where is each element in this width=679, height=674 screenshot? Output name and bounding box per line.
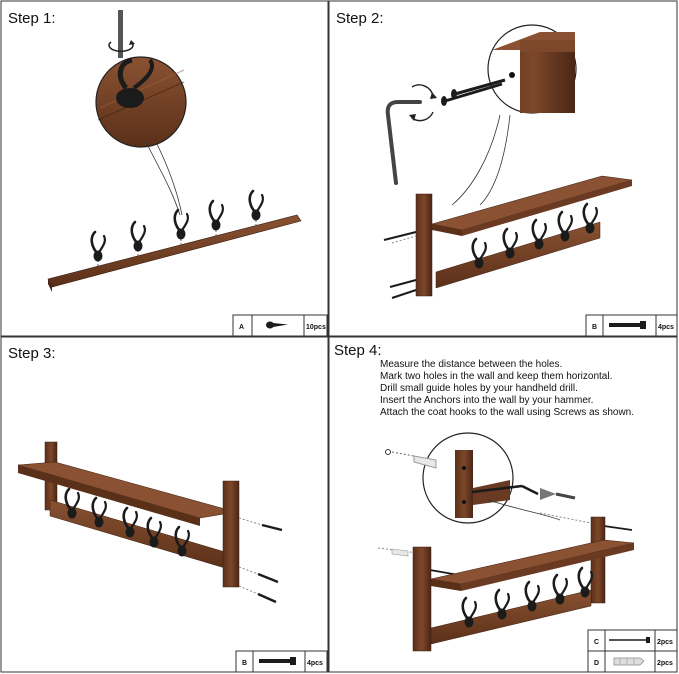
- long-screw-icon: [259, 657, 296, 665]
- long-screws: [441, 78, 506, 106]
- hook-4-icon: [208, 199, 225, 232]
- part-quantity: 2pcs: [657, 639, 673, 646]
- hook-screw-icon: [266, 321, 288, 329]
- part-letter: A: [239, 324, 244, 331]
- bracket-screws: [238, 517, 283, 604]
- instruction-3: Drill small guide holes by your handheld…: [380, 383, 578, 394]
- hook-3-icon: [173, 208, 190, 241]
- part-table-b: B 4pcs: [235, 650, 328, 673]
- coat-rack-right-bracket: [590, 516, 606, 604]
- instruction-1: Measure the distance between the holes.: [380, 359, 562, 370]
- part-letter: D: [594, 660, 599, 667]
- allen-key-icon: [385, 84, 437, 185]
- step-4-panel: [328, 336, 678, 673]
- wall-anchor-icon: [613, 657, 645, 666]
- part-letter: B: [592, 324, 597, 331]
- coat-rack-shelf: [431, 175, 633, 236]
- screw-icon: [609, 637, 650, 643]
- part-letter: C: [594, 639, 599, 646]
- bracket-screws: [383, 231, 417, 299]
- anchor-and-screw-detail: [385, 449, 576, 500]
- hook-5-icon: [248, 189, 265, 222]
- part-quantity: 10pcs: [306, 324, 326, 331]
- hook-rail-board: [47, 214, 302, 292]
- hook-2-icon: [130, 220, 147, 253]
- step-1-panel: [0, 0, 329, 337]
- part-table-b: B 4pcs: [585, 314, 678, 337]
- coat-rack-left-bracket: [412, 546, 432, 652]
- instruction-5: Attach the coat hooks to the wall using …: [380, 407, 634, 418]
- long-screw-icon: [609, 321, 646, 329]
- instruction-2: Mark two holes in the wall and keep them…: [380, 371, 612, 382]
- coat-rack-hook-rail: [435, 202, 601, 289]
- part-quantity: 4pcs: [658, 324, 674, 331]
- zoom-detail-hook: [95, 56, 187, 216]
- step-1-title: Step 1:: [8, 10, 56, 27]
- instruction-4: Insert the Anchors into the wall by your…: [380, 395, 593, 406]
- part-letter: B: [242, 660, 247, 667]
- step-2-title: Step 2:: [336, 10, 384, 27]
- coat-rack-side-bracket: [415, 193, 433, 297]
- hook-1-icon: [90, 230, 107, 263]
- screwdriver-icon: [108, 10, 135, 58]
- step-2-panel: [328, 0, 678, 337]
- part-quantity: 2pcs: [657, 660, 673, 667]
- step-3-panel: [0, 336, 329, 673]
- step-4-title: Step 4:: [334, 342, 382, 359]
- coat-rack-shelf: [430, 539, 635, 591]
- part-table-c: C 2pcs: [587, 629, 678, 652]
- part-table-a: A 10pcs: [232, 314, 328, 337]
- coat-rack-right-bracket: [222, 480, 240, 588]
- instruction-list: Measure the distance between the holes. …: [380, 359, 634, 418]
- part-table-d: D 2pcs: [587, 650, 678, 673]
- part-quantity: 4pcs: [307, 660, 323, 667]
- coat-rack-hook-rail: [430, 566, 594, 645]
- step-3-title: Step 3:: [8, 345, 56, 362]
- zoom-detail-screw: [451, 24, 577, 206]
- zoom-detail-wall-mount: [422, 432, 561, 524]
